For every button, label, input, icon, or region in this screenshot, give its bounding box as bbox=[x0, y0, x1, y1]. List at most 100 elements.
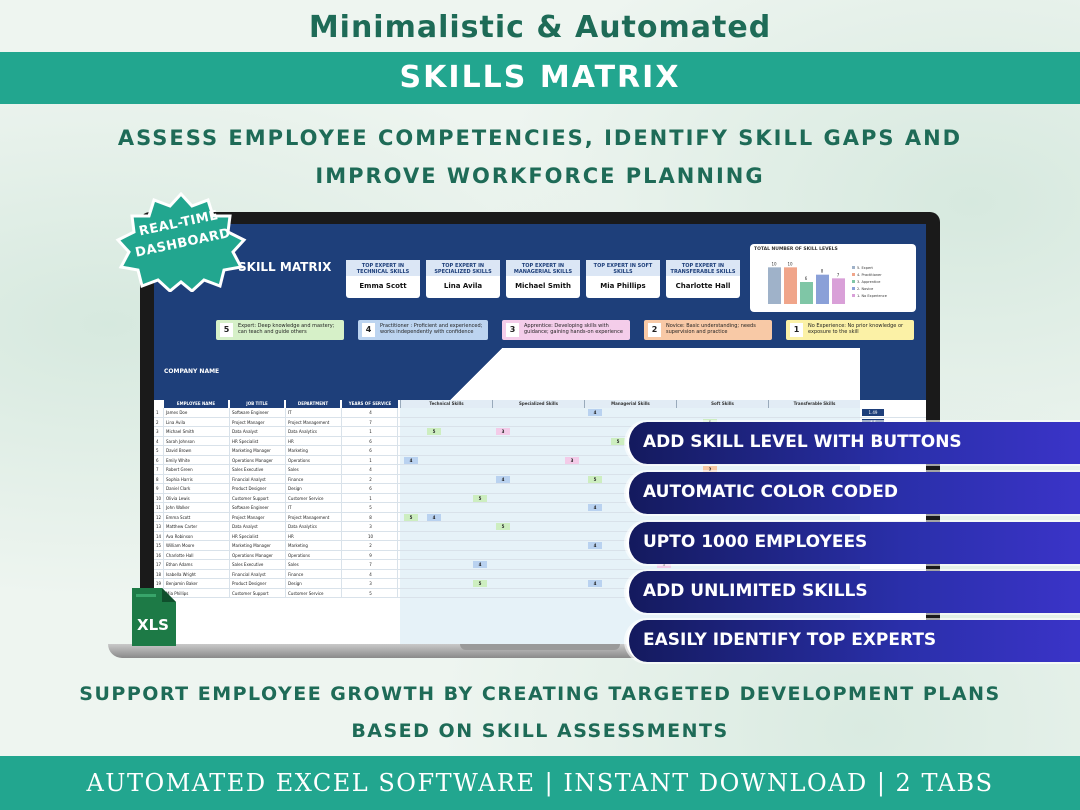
cell-name[interactable]: William Moore bbox=[164, 541, 230, 551]
skill-column-header[interactable] bbox=[569, 391, 573, 398]
cell-yrs[interactable]: 10 bbox=[342, 531, 398, 541]
cell-n[interactable]: 7 bbox=[154, 465, 164, 475]
skill-column-header[interactable] bbox=[592, 391, 596, 398]
cell-name[interactable]: Matthew Carter bbox=[164, 522, 230, 532]
col-job-title[interactable]: JOB TITLE bbox=[230, 400, 284, 408]
cell-n[interactable]: 9 bbox=[154, 484, 164, 494]
cell-dept[interactable]: IT bbox=[286, 408, 342, 418]
cell-yrs[interactable]: 9 bbox=[342, 550, 398, 560]
cell-n[interactable]: 16 bbox=[154, 550, 164, 560]
cell-yrs[interactable]: 5 bbox=[342, 503, 398, 513]
cell-yrs[interactable]: 4 bbox=[342, 569, 398, 579]
skill-level-cell[interactable]: 4 bbox=[496, 475, 510, 483]
cell-name[interactable]: Ethan Adams bbox=[164, 560, 230, 570]
cell-dept[interactable]: Finance bbox=[286, 474, 342, 484]
cell-name[interactable]: David Brown bbox=[164, 446, 230, 456]
cell-name[interactable]: Robert Green bbox=[164, 465, 230, 475]
cell-n[interactable]: 12 bbox=[154, 512, 164, 522]
cell-dept[interactable]: Finance bbox=[286, 569, 342, 579]
cell-job[interactable]: HR Specialist bbox=[230, 531, 286, 541]
cell-job[interactable]: Data Analyst bbox=[230, 427, 286, 437]
cell-yrs[interactable]: 3 bbox=[342, 522, 398, 532]
cell-dept[interactable]: Marketing bbox=[286, 541, 342, 551]
cell-yrs[interactable]: 6 bbox=[342, 446, 398, 456]
cell-name[interactable]: Olivia Lewis bbox=[164, 493, 230, 503]
cell-name[interactable]: Charlotte Hall bbox=[164, 550, 230, 560]
skill-level-cell[interactable]: 4 bbox=[588, 580, 602, 587]
cell-job[interactable]: Customer Support bbox=[230, 493, 286, 503]
cell-name[interactable]: Mia Phillips bbox=[164, 588, 230, 598]
cell-n[interactable]: 18 bbox=[154, 569, 164, 579]
skill-column-header[interactable] bbox=[776, 391, 780, 398]
cell-dept[interactable]: HR bbox=[286, 436, 342, 446]
cell-n[interactable]: 8 bbox=[154, 474, 164, 484]
cell-name[interactable]: Sarah Johnson bbox=[164, 436, 230, 446]
cell-job[interactable]: Financial Analyst bbox=[230, 569, 286, 579]
cell-n[interactable]: 15 bbox=[154, 541, 164, 551]
cell-n[interactable]: 4 bbox=[154, 436, 164, 446]
cell-name[interactable]: Emma Scott bbox=[164, 512, 230, 522]
skill-column-header[interactable] bbox=[822, 391, 826, 398]
cell-yrs[interactable]: 8 bbox=[342, 512, 398, 522]
skill-column-header[interactable] bbox=[845, 391, 849, 398]
cell-name[interactable]: Emily White bbox=[164, 455, 230, 465]
cell-yrs[interactable]: 1 bbox=[342, 427, 398, 437]
cell-dept[interactable]: Data Analytics bbox=[286, 427, 342, 437]
cell-n[interactable]: 5 bbox=[154, 446, 164, 456]
cell-yrs[interactable]: 6 bbox=[342, 436, 398, 446]
skill-level-cell[interactable]: 3 bbox=[496, 428, 510, 435]
cell-yrs[interactable]: 3 bbox=[342, 579, 398, 589]
cell-job[interactable]: Project Manager bbox=[230, 512, 286, 522]
skill-level-cell[interactable]: 4 bbox=[404, 456, 418, 464]
cell-job[interactable]: Data Analyst bbox=[230, 522, 286, 532]
skill-level-cell[interactable]: 5 bbox=[404, 513, 418, 521]
cell-dept[interactable]: Operations bbox=[286, 455, 342, 465]
skill-column-header[interactable] bbox=[523, 391, 527, 398]
skill-level-cell[interactable]: 5 bbox=[473, 580, 487, 587]
skill-column-header[interactable] bbox=[753, 391, 757, 398]
skill-column-header[interactable] bbox=[615, 391, 619, 398]
cell-job[interactable]: Marketing Manager bbox=[230, 446, 286, 456]
cell-job[interactable]: HR Specialist bbox=[230, 436, 286, 446]
cell-n[interactable]: 14 bbox=[154, 531, 164, 541]
cell-name[interactable]: Sophia Harris bbox=[164, 474, 230, 484]
col-department[interactable]: DEPARTMENT bbox=[286, 400, 340, 408]
skill-level-cell[interactable]: 4 bbox=[588, 504, 602, 511]
skill-level-cell[interactable]: 3 bbox=[565, 456, 579, 464]
cell-yrs[interactable]: 5 bbox=[342, 588, 398, 598]
cell-job[interactable]: Operations Manager bbox=[230, 455, 286, 465]
skill-level-cell[interactable]: 4 bbox=[427, 513, 441, 521]
col-years[interactable]: YEARS OF SERVICE bbox=[342, 400, 398, 408]
cell-name[interactable]: Daniel Clark bbox=[164, 484, 230, 494]
cell-name[interactable]: Ava Robinson bbox=[164, 531, 230, 541]
cell-name[interactable]: Benjamin Baker bbox=[164, 579, 230, 589]
skill-column-header[interactable] bbox=[661, 391, 665, 398]
cell-dept[interactable]: Marketing bbox=[286, 446, 342, 456]
cell-job[interactable]: Financial Analyst bbox=[230, 474, 286, 484]
cell-name[interactable]: Isabella Wright bbox=[164, 569, 230, 579]
skill-column-header[interactable] bbox=[707, 391, 711, 398]
cell-dept[interactable]: Sales bbox=[286, 560, 342, 570]
skill-level-cell[interactable]: 3 bbox=[657, 561, 671, 568]
cell-n[interactable]: 19 bbox=[154, 579, 164, 589]
cell-job[interactable]: Software Engineer bbox=[230, 408, 286, 418]
skill-level-cell[interactable]: 4 bbox=[473, 561, 487, 568]
cell-dept[interactable]: Customer Service bbox=[286, 588, 342, 598]
cell-yrs[interactable]: 1 bbox=[342, 455, 398, 465]
cell-dept[interactable]: Sales bbox=[286, 465, 342, 475]
cell-n[interactable]: 3 bbox=[154, 427, 164, 437]
cell-name[interactable]: John Walker bbox=[164, 503, 230, 513]
cell-yrs[interactable]: 6 bbox=[342, 484, 398, 494]
cell-yrs[interactable]: 1 bbox=[342, 493, 398, 503]
cell-n[interactable]: 2 bbox=[154, 417, 164, 427]
cell-job[interactable]: Sales Executive bbox=[230, 560, 286, 570]
skill-level-cell[interactable]: 2 bbox=[703, 466, 717, 473]
cell-job[interactable]: Software Engineer bbox=[230, 503, 286, 513]
cell-dept[interactable]: Project Management bbox=[286, 417, 342, 427]
skill-column-header[interactable] bbox=[546, 391, 550, 398]
skill-level-cell[interactable]: 5 bbox=[427, 428, 441, 435]
cell-n[interactable]: 13 bbox=[154, 522, 164, 532]
cell-job[interactable]: Operations Manager bbox=[230, 550, 286, 560]
skill-level-cell[interactable]: 5 bbox=[496, 523, 510, 530]
cell-yrs[interactable]: 2 bbox=[342, 474, 398, 484]
